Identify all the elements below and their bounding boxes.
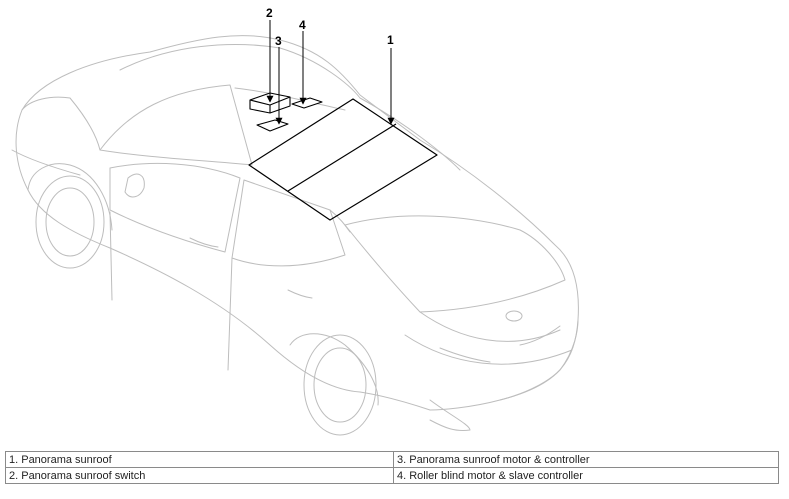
- legend-table: 1. Panorama sunroof 3. Panorama sunroof …: [5, 451, 779, 484]
- legend-item-1: 1. Panorama sunroof: [5, 451, 394, 468]
- car-body-outline: [11, 35, 579, 436]
- callout-1-number: 1: [387, 33, 394, 47]
- sunroof-divider: [287, 123, 397, 192]
- callout-2-number: 2: [266, 6, 273, 20]
- callout-4-number: 4: [299, 18, 306, 32]
- legend-row: 1. Panorama sunroof 3. Panorama sunroof …: [5, 451, 779, 468]
- legend-row: 2. Panorama sunroof switch 4. Roller bli…: [5, 467, 779, 484]
- sunroof-outer-panel: [248, 98, 438, 221]
- callout-leaders: [266, 20, 395, 125]
- legend-item-3: 3. Panorama sunroof motor & controller: [393, 451, 779, 468]
- sunroof-motor-controller: [256, 119, 289, 132]
- callout-3-number: 3: [275, 34, 282, 48]
- legend-item-4: 4. Roller blind motor & slave controller: [393, 467, 779, 484]
- panorama-sunroof: [248, 98, 438, 221]
- car-diagram: 1 2 3 4: [11, 6, 579, 436]
- legend-item-2: 2. Panorama sunroof switch: [5, 467, 394, 484]
